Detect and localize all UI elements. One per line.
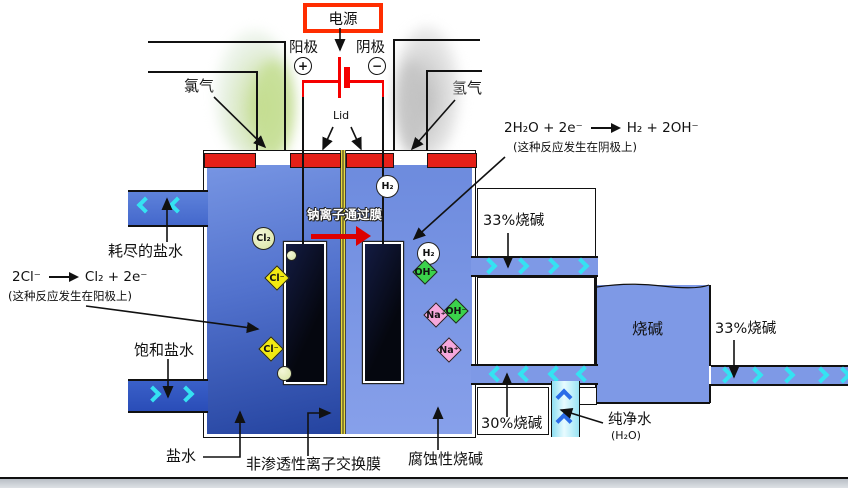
h2-bubble: H₂ <box>376 175 399 198</box>
cathode-reaction-rhs: H₂ + 2OH⁻ <box>626 120 699 136</box>
tank-bottom-wall <box>595 402 710 404</box>
oh-ion-badge: OH⁻ <box>412 259 438 285</box>
cathode-reaction: 2H₂O + 2e⁻ H₂ + 2OH⁻ <box>504 120 699 136</box>
right-duct-outer-wall <box>393 39 395 153</box>
reaction-arrow-icon <box>48 271 79 282</box>
battery-wire <box>350 80 383 83</box>
cl-ion-badge: Cl⁻ <box>258 336 284 362</box>
oh-ion-badge: OH⁻ <box>443 298 469 324</box>
cl-ion-text: Cl⁻ <box>263 343 279 355</box>
anode-reaction: 2Cl⁻ Cl₂ + 2e⁻ <box>12 269 147 285</box>
cl2-bubble: Cl₂ <box>252 227 275 250</box>
anode-reaction-lhs: 2Cl⁻ <box>12 269 41 285</box>
storage-tank-liquid <box>596 285 709 403</box>
gas-bubble-icon <box>286 250 297 261</box>
plus-terminal-icon: + <box>294 57 312 75</box>
naoh-33-right-label: 33%烧碱 <box>715 321 777 337</box>
naoh-33-product-pipe <box>711 365 848 386</box>
battery-wire <box>302 80 338 83</box>
left-duct-inner-top <box>148 71 258 73</box>
cl2-text: Cl₂ <box>256 233 271 244</box>
tank-right-wall <box>709 384 711 403</box>
h2-text: H₂ <box>381 181 394 192</box>
cathode-label: 阴极 <box>356 40 385 56</box>
hydrogen-gas-cloud-dense <box>397 60 427 155</box>
cl-ion-text: Cl⁻ <box>269 272 285 284</box>
anode-label: 阳极 <box>289 40 318 56</box>
lid-label: Lid <box>333 109 350 122</box>
cl-ion-badge: Cl⁻ <box>264 265 290 291</box>
na-ion-text: Na⁺ <box>439 344 459 356</box>
lid-segment <box>427 153 477 168</box>
cathode-reaction-lhs: 2H₂O + 2e⁻ <box>504 120 583 136</box>
chlorine-gas-cloud-dense <box>252 60 294 160</box>
lid-segment <box>204 153 256 168</box>
lid-segment <box>290 153 341 168</box>
naoh-33-left-label: 33%烧碱 <box>483 213 545 229</box>
pure-water-label: 纯净水 <box>608 412 652 428</box>
right-duct-outer-top <box>393 39 480 41</box>
saturated-brine-label: 饱和盐水 <box>134 341 195 359</box>
lower-right-wall-box <box>477 387 549 435</box>
anode-electrode <box>284 242 326 384</box>
battery-icon <box>344 67 350 88</box>
naoh-30-label: 30%烧碱 <box>481 416 543 432</box>
cathode-wire <box>381 97 384 244</box>
battery-icon <box>337 57 341 98</box>
anode-reaction-note: (这种反应发生在阳极上) <box>8 289 132 303</box>
cathode-electrode <box>363 242 403 383</box>
oh-ion-text: OH⁻ <box>445 305 467 317</box>
plus-sign: + <box>297 59 309 73</box>
anode-wire <box>301 97 304 244</box>
tank-right-wall <box>709 285 711 366</box>
na-ion-badge: Na⁺ <box>423 302 449 328</box>
bottom-divider <box>0 477 848 479</box>
chlorine-gas-label: 氯气 <box>184 77 215 95</box>
power-supply-label: 电源 <box>328 11 358 28</box>
reaction-arrow-icon <box>590 122 621 133</box>
tank-label: 烧碱 <box>632 320 664 338</box>
lid-segment <box>346 153 394 168</box>
ion-exchange-membrane <box>340 150 346 434</box>
na-ion-badge: Na⁺ <box>436 337 462 363</box>
na-ion-text: Na⁺ <box>426 309 446 321</box>
left-duct-inner-wall <box>256 71 258 153</box>
battery-wire <box>381 80 384 98</box>
left-duct-outer-top <box>148 41 286 43</box>
pure-water-formula: (H₂O) <box>611 429 641 442</box>
left-duct-outer-wall <box>284 41 286 153</box>
brine-label: 盐水 <box>166 447 197 465</box>
power-supply-box: 电源 <box>303 3 383 33</box>
saturated-brine-pipe <box>128 379 208 413</box>
bottom-band <box>0 479 848 488</box>
minus-terminal-icon: − <box>368 57 386 75</box>
gas-bubble-icon <box>277 366 292 381</box>
h2-text: H₂ <box>422 248 435 259</box>
mid-right-wall-box <box>477 277 595 365</box>
minus-sign: − <box>371 59 383 73</box>
sodium-flow-arrow-icon <box>311 226 371 246</box>
membrane-name-label: 非渗透性离子交换膜 <box>246 455 382 473</box>
corrosive-caustic-label: 腐蚀性烧碱 <box>408 450 484 468</box>
right-duct-inner-top <box>426 70 482 72</box>
cathode-reaction-note: (这种反应发生在阴极上) <box>513 140 637 154</box>
sodium-flow-label: 钠离子通过膜 <box>307 207 383 222</box>
tank-left-wall <box>595 274 597 404</box>
right-duct-inner-wall <box>426 70 428 153</box>
oh-ion-text: OH⁻ <box>414 266 436 278</box>
depleted-brine-label: 耗尽的盐水 <box>108 242 184 260</box>
battery-wire <box>301 80 304 98</box>
anode-reaction-rhs: Cl₂ + 2e⁻ <box>84 269 148 285</box>
